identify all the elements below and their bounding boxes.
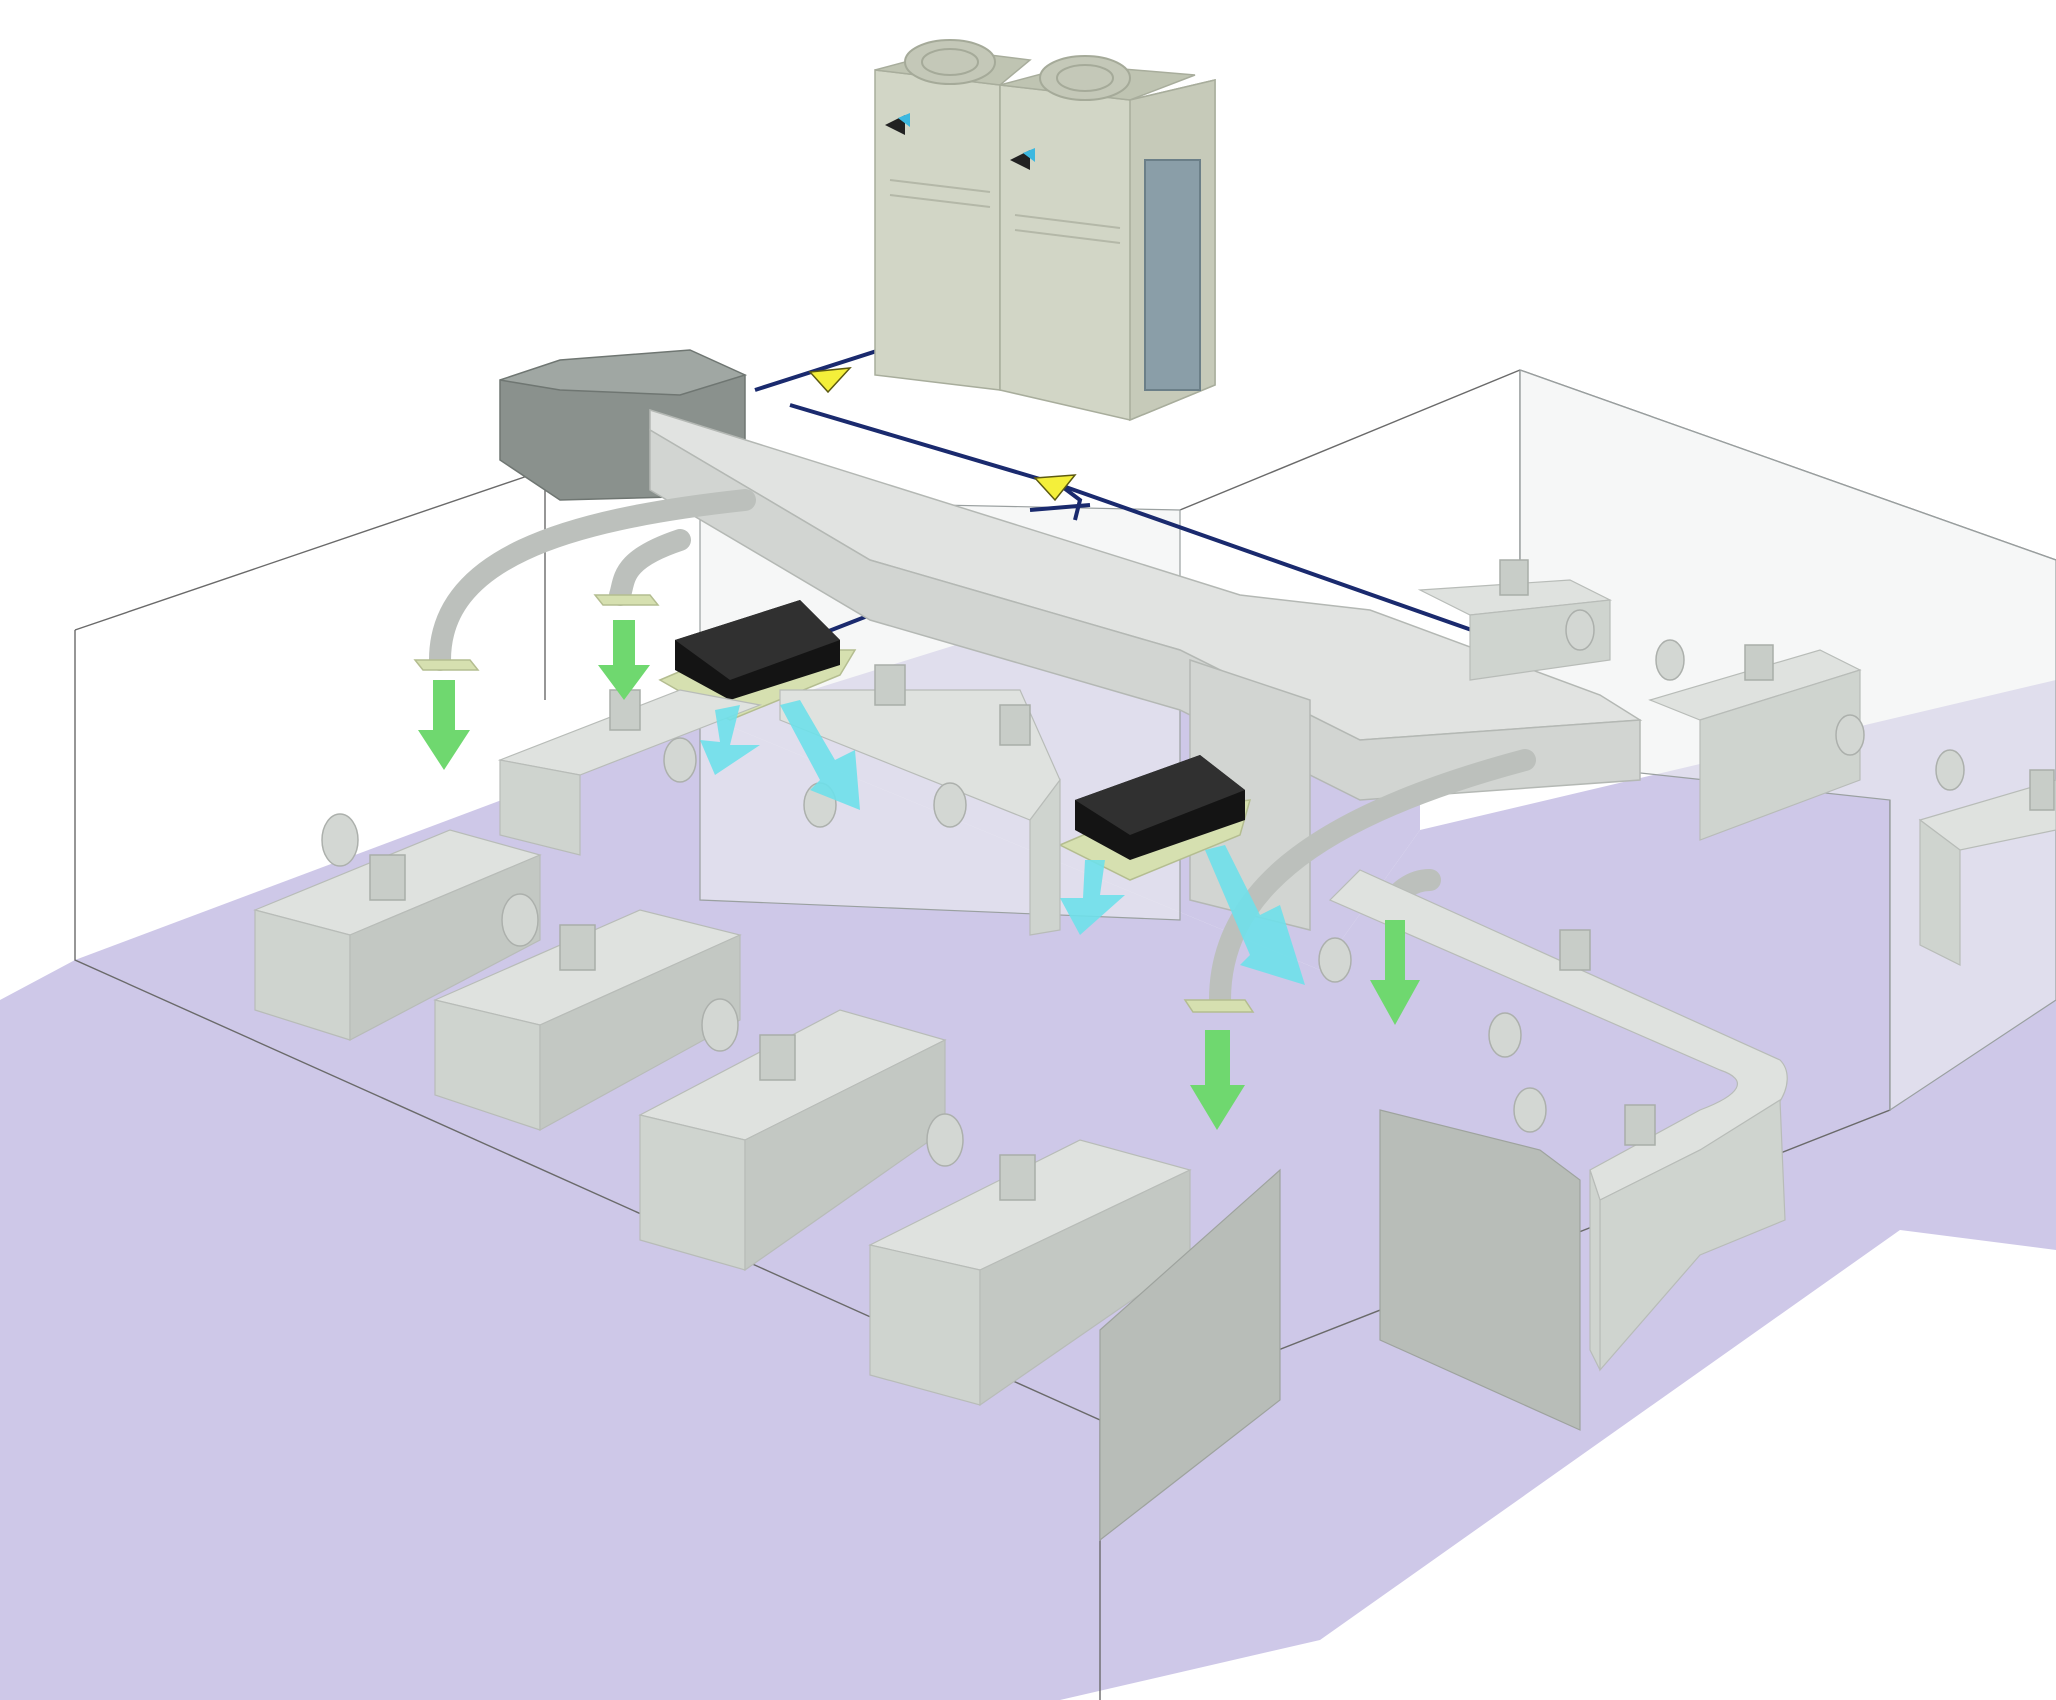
refrigerant-flow-arrows	[808, 367, 1077, 502]
fresh-air-arrow	[1190, 1030, 1245, 1130]
curved-duct-2	[609, 529, 691, 606]
pipe-branch-2	[1029, 503, 1091, 512]
outdoor-unit-left	[874, 39, 1032, 391]
daikin-logo	[885, 113, 910, 135]
chair	[1935, 749, 1965, 791]
monitors	[369, 559, 2055, 1201]
fresh-air-arrow	[418, 680, 470, 770]
cassette-unit-2	[1058, 755, 1252, 881]
desk-4	[868, 1139, 1192, 1407]
fresh-air-arrow	[598, 620, 650, 700]
cool-air-arrow	[780, 700, 860, 810]
monitor	[1559, 929, 1591, 971]
daikin-logo	[1010, 148, 1035, 170]
outlet-1	[413, 659, 480, 671]
monitor	[999, 704, 1031, 746]
monitor	[874, 664, 906, 706]
chair	[933, 782, 967, 828]
monitor	[1624, 1104, 1656, 1146]
chair	[1488, 1012, 1522, 1058]
chair	[701, 998, 739, 1052]
desk-back-1	[497, 689, 763, 856]
chair	[1318, 937, 1352, 983]
monitor	[559, 924, 596, 971]
condenser-coil	[1144, 159, 1201, 391]
partition-panel-front	[1099, 1168, 1281, 1542]
duct-main-front	[649, 428, 1641, 801]
desk-right-3	[1918, 779, 2056, 966]
curved-duct-1	[429, 489, 756, 671]
outdoor-units	[874, 39, 1216, 422]
curved-duct-3	[1209, 749, 1536, 1011]
fresh-air-ducts	[429, 489, 1536, 1011]
flow-arrow-upper	[808, 367, 852, 394]
pipe-branch-1	[1058, 483, 1083, 521]
office-furniture	[253, 559, 2056, 1542]
desk-back-2	[779, 689, 1061, 936]
monitor	[1499, 559, 1529, 596]
monitor	[1744, 644, 1774, 681]
partition-panel-reception	[1379, 1109, 1581, 1431]
office-chairs	[321, 609, 1965, 1167]
chair	[1835, 714, 1865, 756]
monitor	[2029, 769, 2055, 811]
flow-arrow-lower	[1033, 474, 1077, 502]
fresh-air-arrow	[1370, 920, 1420, 1025]
cool-air-flow	[700, 700, 1305, 985]
desk-right-2	[1648, 649, 1862, 841]
chair	[1565, 609, 1595, 651]
outdoor-unit-right	[999, 55, 1216, 422]
fan-grille-left	[904, 39, 996, 85]
cool-air-arrow	[700, 705, 760, 775]
cool-air-arrow	[1205, 845, 1305, 985]
chair	[926, 1113, 964, 1167]
monitor	[999, 1154, 1036, 1201]
cool-air-arrow	[1060, 860, 1125, 935]
chair	[321, 813, 359, 867]
fresh-air-flow	[418, 620, 1420, 1130]
outlet-3	[1183, 999, 1255, 1013]
monitor	[369, 854, 406, 901]
reception-counter	[1328, 869, 1788, 1372]
chair	[1655, 639, 1685, 681]
chair	[501, 893, 539, 947]
fan-grille-right	[1039, 55, 1131, 101]
outlet-2	[593, 594, 660, 606]
monitor	[759, 1034, 796, 1081]
chair	[663, 737, 697, 783]
chair	[1513, 1087, 1547, 1133]
